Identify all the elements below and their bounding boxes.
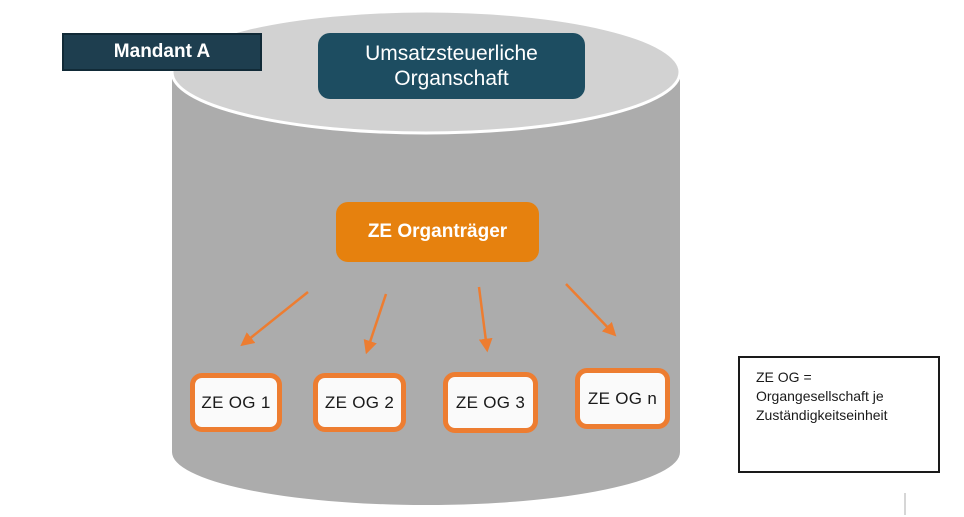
child-node-n: ZE OG n	[575, 368, 670, 429]
child-node-3: ZE OG 3	[443, 372, 538, 433]
cylinder-body-shape	[172, 72, 680, 505]
legend-line-1: ZE OG =	[756, 369, 812, 385]
legend-line-3: Zuständigkeitseinheit	[756, 407, 888, 423]
child-node-3-text: ZE OG 3	[455, 392, 526, 412]
child-node-1: ZE OG 1	[190, 373, 282, 432]
client-label-text: Mandant A	[113, 41, 211, 62]
child-node-1-text: ZE OG 1	[201, 392, 271, 412]
org-arrow-3	[477, 286, 493, 353]
legend-line-2: Organgesellschaft je	[756, 388, 884, 404]
cylinder-title-text: Umsatzsteuerliche Organschaft	[365, 42, 538, 90]
org-arrow-1	[240, 291, 309, 347]
cylinder-title-box: Umsatzsteuerliche Organschaft	[318, 33, 585, 99]
child-node-2-text: ZE OG 2	[324, 392, 395, 412]
root-node-text: ZE Organträger	[367, 221, 508, 242]
legend-box: ZE OG = Organgesellschaft je Zuständigke…	[738, 356, 940, 473]
child-node-n-text: ZE OG n	[587, 388, 658, 408]
org-arrow-4	[565, 283, 617, 337]
org-arrow-2	[363, 293, 388, 355]
client-label-box: Mandant A	[62, 33, 262, 71]
scroll-indicator-fragment	[904, 493, 906, 515]
root-node-box: ZE Organträger	[336, 202, 539, 262]
child-node-2: ZE OG 2	[313, 373, 406, 432]
